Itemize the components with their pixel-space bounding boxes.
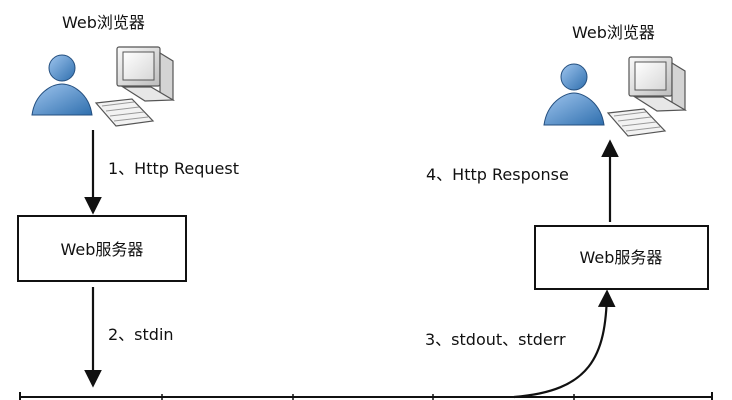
browser-left-title: Web浏览器 (62, 13, 145, 32)
user-icon (31, 54, 93, 116)
bottom-process-table (19, 392, 713, 400)
step2-label: 2、stdin (108, 325, 174, 344)
web-server-left-label: Web服务器 (61, 240, 144, 259)
user-icon (543, 63, 605, 126)
computer-icon (606, 56, 688, 137)
web-server-left-box (17, 215, 187, 282)
step4-label: 4、Http Response (426, 165, 569, 184)
step3-label: 3、stdout、stderr (425, 330, 566, 349)
browser-right-title: Web浏览器 (572, 23, 655, 42)
web-server-right-label: Web服务器 (580, 248, 663, 267)
stdout-stderr-arrow (513, 289, 616, 399)
step1-label: 1、Http Request (108, 159, 239, 178)
computer-icon (94, 46, 176, 127)
web-server-right-box (534, 225, 709, 290)
